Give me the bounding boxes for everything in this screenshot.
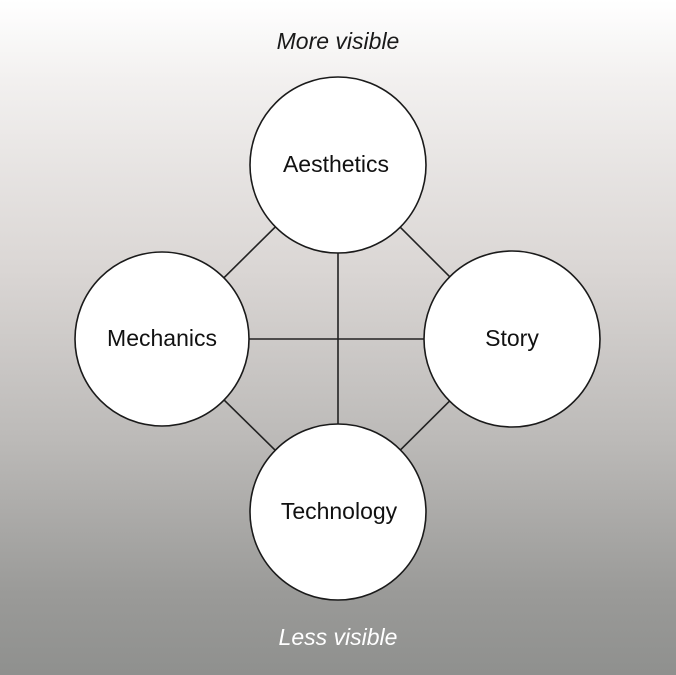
node-technology: Technology xyxy=(249,423,427,601)
node-aesthetics: Aesthetics xyxy=(249,76,427,254)
node-technology-label: Technology xyxy=(281,498,398,524)
node-story-label: Story xyxy=(485,325,539,351)
less-visible-caption: Less visible xyxy=(278,624,398,650)
node-mechanics: Mechanics xyxy=(74,251,250,427)
node-story: Story xyxy=(423,250,601,428)
node-aesthetics-label: Aesthetics xyxy=(283,151,389,177)
more-visible-caption: More visible xyxy=(276,28,400,54)
node-mechanics-label: Mechanics xyxy=(107,325,217,351)
